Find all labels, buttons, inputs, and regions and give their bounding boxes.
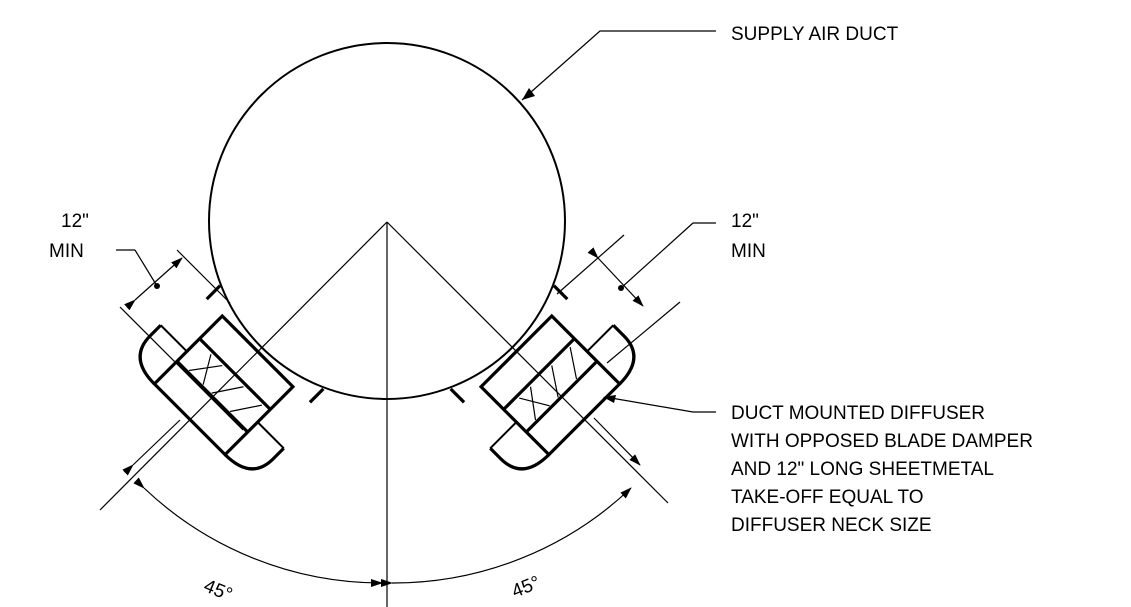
diffuser-note-line-2: WITH OPPOSED BLADE DAMPER <box>731 431 1033 452</box>
diffuser-note-line-4: TAKE-OFF EQUAL TO <box>731 487 924 508</box>
diffuser-note-line-5: DIFFUSER NECK SIZE <box>731 515 932 536</box>
centerline-right-45 <box>386 221 669 504</box>
supply-duct-label: SUPPLY AIR DUCT <box>731 24 899 45</box>
diffuser-note-line-3: AND 12" LONG SHEETMETAL <box>731 459 994 480</box>
left-dimension <box>116 249 244 431</box>
left-dim-min: MIN <box>49 241 84 262</box>
angle-label-left: 45° <box>201 576 236 606</box>
diffuser-note-leader <box>604 396 716 413</box>
right-dim-min: MIN <box>731 241 766 262</box>
right-dim-value: 12" <box>731 211 759 232</box>
left-diffuser <box>138 284 325 471</box>
left-extension-line <box>122 419 181 476</box>
right-diffuser <box>449 284 636 471</box>
right-extension-line <box>593 417 641 466</box>
left-dim-value: 12" <box>61 211 89 232</box>
diffuser-note-line-1: DUCT MOUNTED DIFFUSER <box>731 403 985 424</box>
angle-arc-right <box>380 487 632 587</box>
angle-label-right: 45° <box>509 572 544 602</box>
angle-arc-left <box>133 477 383 588</box>
supply-duct-leader <box>521 30 716 101</box>
right-dimension <box>556 222 716 364</box>
centerline-left-45 <box>99 221 388 511</box>
